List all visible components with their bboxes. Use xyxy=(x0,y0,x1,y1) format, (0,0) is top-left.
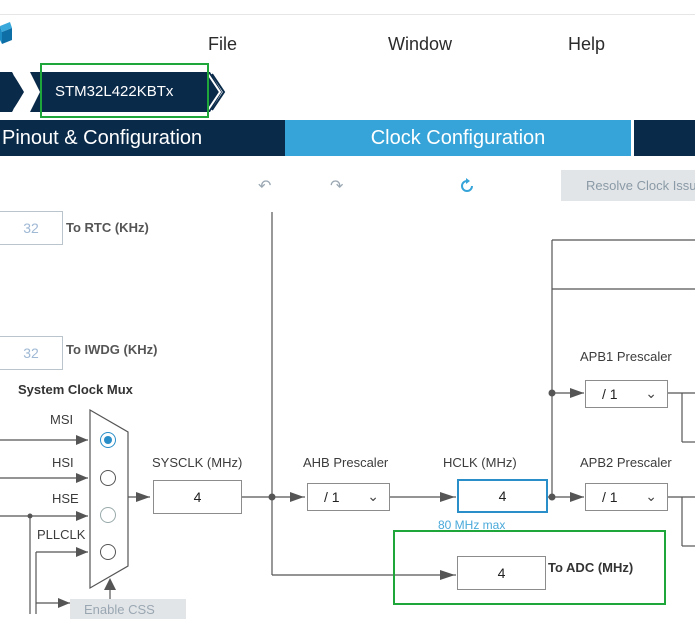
radio-hsi[interactable] xyxy=(100,470,116,486)
radio-msi[interactable] xyxy=(100,432,116,448)
undo-icon[interactable]: ↶ xyxy=(258,178,272,195)
mux-option-hsi: HSI xyxy=(52,455,74,470)
menu-window[interactable]: Window xyxy=(388,34,453,54)
ahb-prescaler-value: / 1 xyxy=(324,489,340,505)
ahb-prescaler-label: AHB Prescaler xyxy=(303,455,389,470)
tab-bar: Pinout & Configuration Clock Configurati… xyxy=(0,120,695,156)
rtc-value-field[interactable]: 32 xyxy=(0,211,63,245)
apb1-prescaler-select[interactable]: / 1 ⌄ xyxy=(585,380,668,408)
redo-icon[interactable]: ↷ xyxy=(330,178,344,195)
apb1-prescaler-value: / 1 xyxy=(602,386,618,402)
breadcrumb-chip[interactable]: STM32L422KBTx xyxy=(55,83,174,100)
tab-separator xyxy=(631,120,634,156)
iwdg-value-field[interactable]: 32 xyxy=(0,336,63,370)
tab-pinout-configuration[interactable]: Pinout & Configuration xyxy=(2,120,282,156)
rtc-label: To RTC (KHz) xyxy=(66,220,149,235)
menu-file[interactable]: File xyxy=(208,34,238,54)
ahb-prescaler-select[interactable]: / 1 ⌄ xyxy=(307,483,390,511)
hclk-value-field[interactable]: 4 xyxy=(457,479,548,513)
chevron-down-icon: ⌄ xyxy=(645,488,657,504)
menu-help[interactable]: Help xyxy=(568,34,606,54)
system-clock-mux-title: System Clock Mux xyxy=(18,382,133,397)
refresh-icon[interactable] xyxy=(458,177,476,195)
adc-label: To ADC (MHz) xyxy=(548,560,634,575)
hclk-label: HCLK (MHz) xyxy=(443,455,517,470)
adc-value-field[interactable]: 4 xyxy=(457,556,546,590)
chip-highlight xyxy=(40,63,209,118)
enable-css-button[interactable]: Enable CSS xyxy=(70,599,186,619)
resolve-clock-issues-button[interactable]: Resolve Clock Issues xyxy=(561,170,695,201)
system-clock-mux-shape xyxy=(89,408,129,590)
radio-hse[interactable] xyxy=(100,507,116,523)
chevron-down-icon: ⌄ xyxy=(645,385,657,401)
mux-option-pllclk: PLLCLK xyxy=(37,527,86,542)
tab-clock-label: Clock Configuration xyxy=(370,127,546,149)
iwdg-label: To IWDG (KHz) xyxy=(66,342,158,357)
apb1-prescaler-label: APB1 Prescaler xyxy=(580,349,672,364)
mux-option-hse: HSE xyxy=(52,491,79,506)
apb2-prescaler-label: APB2 Prescaler xyxy=(580,455,672,470)
tab-pinout-label: Pinout & Configuration xyxy=(2,127,203,149)
sysclk-label: SYSCLK (MHz) xyxy=(152,455,243,470)
mux-option-msi: MSI xyxy=(50,412,74,427)
hclk-max-label: 80 MHz max xyxy=(438,518,506,532)
tab-clock-configuration[interactable]: Clock Configuration xyxy=(285,120,631,156)
chevron-down-icon: ⌄ xyxy=(367,488,379,504)
adc-highlight xyxy=(393,530,666,605)
breadcrumb xyxy=(0,72,226,112)
apb2-prescaler-select[interactable]: / 1 ⌄ xyxy=(585,483,668,511)
apb2-prescaler-value: / 1 xyxy=(602,489,618,505)
radio-pllclk[interactable] xyxy=(100,544,116,560)
cube-logo-icon xyxy=(0,22,12,44)
sysclk-value-field[interactable]: 4 xyxy=(153,480,242,514)
title-bar-fragment xyxy=(0,0,695,15)
